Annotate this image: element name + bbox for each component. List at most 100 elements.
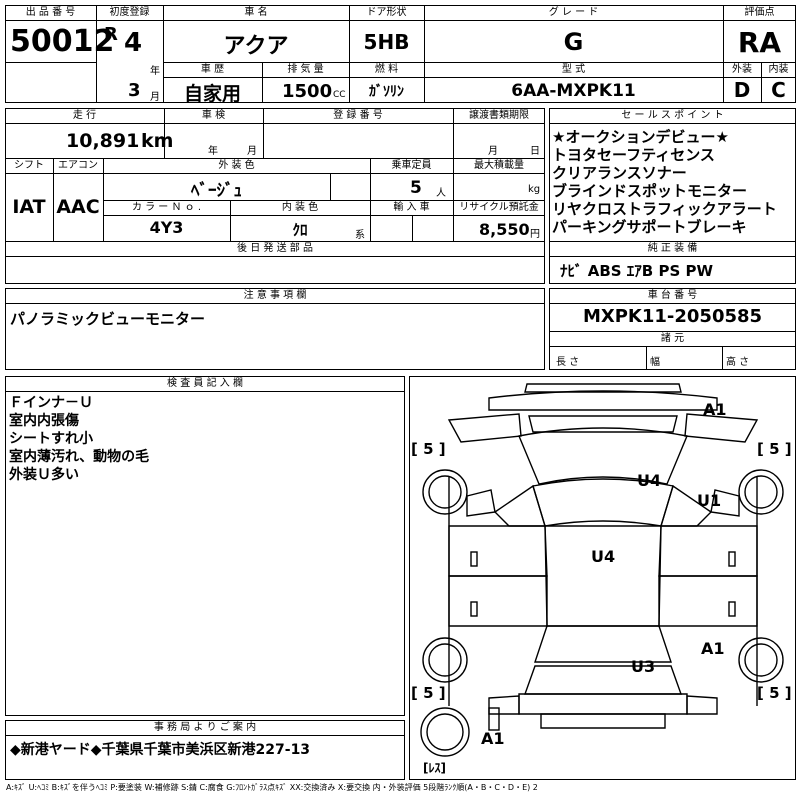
color-no-label: カ ラ ー Ｎ ｏ . bbox=[131, 202, 202, 213]
int-score: C bbox=[771, 78, 786, 102]
transfer-day-unit: 日 bbox=[530, 146, 540, 157]
first-reg-label: 初度登録 bbox=[109, 7, 150, 18]
transfer-month-unit: 月 bbox=[488, 146, 498, 157]
sales-points-list: ★オークションデビュー★ トヨタセーフティセンス クリアランスソナー ブラインド… bbox=[552, 128, 794, 236]
inspector-block bbox=[5, 376, 405, 716]
door-label: ドア形状 bbox=[366, 7, 407, 18]
ext-score: D bbox=[733, 78, 751, 102]
grade-value: G bbox=[563, 28, 584, 56]
notes-value: パノラミックビューモニター bbox=[10, 310, 206, 328]
inspection-year-unit: 年 bbox=[208, 146, 218, 157]
car-diagram-frame bbox=[409, 376, 796, 780]
fuel-value: ｶﾞｿﾘﾝ bbox=[369, 84, 404, 100]
office-label: 事 務 局 よ り ご 案 内 bbox=[153, 722, 257, 733]
lot-number: 50012 bbox=[10, 24, 115, 59]
tire-front-right: [ 5 ] bbox=[757, 440, 792, 458]
fuel-label: 燃 料 bbox=[374, 64, 399, 75]
sales-point: トヨタセーフティセンス bbox=[552, 146, 715, 164]
recycle-unit: 円 bbox=[530, 229, 540, 240]
ext-color-value: ﾍﾞｰｼﾞｭ bbox=[191, 181, 242, 201]
notes-label: 注 意 事 項 欄 bbox=[243, 290, 307, 301]
mileage-label: 走 行 bbox=[72, 110, 97, 121]
displacement-label: 排 気 量 bbox=[287, 64, 324, 75]
inspector-note: シートすれ小 bbox=[9, 431, 93, 447]
sales-point: クリアランスソナー bbox=[552, 164, 687, 182]
inspector-note: 室内薄汚れ、動物の毛 bbox=[9, 449, 150, 465]
equipment-label: 純 正 装 備 bbox=[647, 243, 698, 254]
chassis-label: 車 台 番 号 bbox=[647, 290, 698, 301]
capacity-value: 5 bbox=[410, 178, 422, 198]
shift-label: シフト bbox=[14, 160, 44, 171]
mark-a1-right: A1 bbox=[701, 639, 725, 658]
inspection-label: 車 検 bbox=[201, 110, 226, 121]
mark-a1-top: A1 bbox=[703, 400, 727, 419]
recycle-value: 8,550 bbox=[479, 220, 530, 239]
notes-block bbox=[5, 288, 545, 370]
office-value: ◆新港ヤード◆千葉県千葉市美浜区新港227-13 bbox=[10, 742, 311, 758]
grade-label: グ レ ー ド bbox=[548, 7, 599, 18]
mileage-value: 10,891 bbox=[66, 130, 140, 152]
sales-point: ★オークションデビュー★ bbox=[552, 128, 729, 146]
mark-u4-hood: U4 bbox=[637, 471, 661, 490]
vehicle-detail-block bbox=[5, 108, 545, 284]
later-parts-label: 後 日 発 送 部 品 bbox=[237, 243, 313, 254]
spare-tire-mark: [ﾚｽ] bbox=[423, 761, 446, 775]
transfer-label: 譲渡書類期限 bbox=[469, 110, 529, 121]
rating-label: 評価点 bbox=[744, 7, 775, 18]
sales-points-label: セ ー ル ス ポ イ ン ト bbox=[621, 110, 724, 121]
color-no-value: 4Y3 bbox=[149, 218, 184, 237]
office-block bbox=[5, 720, 405, 780]
history-value: 自家用 bbox=[183, 83, 241, 105]
int-color-value: ｸﾛ bbox=[292, 221, 308, 239]
mark-u3: U3 bbox=[631, 657, 655, 676]
tire-front-left: [ 5 ] bbox=[411, 440, 446, 458]
mark-a1-bottom: A1 bbox=[481, 729, 505, 748]
ac-value: AAC bbox=[56, 196, 100, 218]
max-load-unit: kg bbox=[528, 184, 541, 195]
mark-u4-roof: U4 bbox=[591, 547, 615, 566]
ext-color-label: 外 装 色 bbox=[218, 160, 255, 171]
import-label: 輸 入 車 bbox=[393, 202, 430, 213]
chassis-block bbox=[549, 288, 796, 370]
reg-no-label: 登 録 番 号 bbox=[333, 110, 383, 121]
max-load-label: 最大積載量 bbox=[474, 160, 524, 171]
mark-u1: U1 bbox=[697, 491, 721, 510]
first-reg-month-unit: 月 bbox=[150, 92, 160, 103]
inspector-note: 外装Ｕ多い bbox=[9, 467, 79, 483]
inspector-label: 検 査 員 記 入 欄 bbox=[167, 378, 243, 389]
sales-points-block bbox=[549, 108, 796, 284]
displacement-value: 1500 bbox=[282, 81, 333, 102]
car-diagram: A1 U4 U1 U4 A1 U3 A1 [ 5 ] [ 5 ] [ 5 ] [… bbox=[411, 383, 792, 775]
model-value: 6AA-MXPK11 bbox=[511, 81, 636, 101]
legend: A:ｷｽﾞ U:ﾍｺﾐ B:ｷｽﾞを伴うﾍｺﾐ P:要塗装 W:補修跡 S:錆 … bbox=[6, 783, 538, 792]
specs-height: 高 さ bbox=[726, 357, 750, 368]
specs-length: 長 さ bbox=[556, 357, 580, 368]
recycle-label: リサイクル預託金 bbox=[459, 202, 539, 213]
tire-rear-left: [ 5 ] bbox=[411, 684, 446, 702]
int-color-label: 内 装 色 bbox=[281, 202, 319, 213]
capacity-unit: 人 bbox=[436, 188, 446, 199]
sales-point: パーキングサポートブレーキ bbox=[552, 218, 747, 236]
inspector-note: 室内内張傷 bbox=[9, 413, 79, 429]
specs-label: 諸 元 bbox=[660, 333, 685, 344]
displacement-unit: CC bbox=[333, 90, 346, 100]
ac-label: エアコン bbox=[58, 160, 98, 171]
sales-point: ブラインドスポットモニター bbox=[552, 182, 748, 200]
first-reg-era: R bbox=[104, 24, 118, 45]
chassis-value: MXPK11-2050585 bbox=[582, 306, 763, 327]
first-reg-year-unit: 年 bbox=[150, 66, 160, 77]
equipment-value: ﾅﾋﾞ ABS ｴｱB PS PW bbox=[560, 262, 714, 280]
inspector-notes: Ｆインナ－Ｕ 室内内張傷 シートすれ小 室内薄汚れ、動物の毛 外装Ｕ多い bbox=[9, 394, 399, 484]
history-label: 車 歴 bbox=[200, 64, 225, 75]
first-reg-year: 4 bbox=[124, 28, 143, 58]
inspection-month-unit: 月 bbox=[247, 146, 257, 157]
top-info-block bbox=[5, 5, 796, 103]
door-value: 5HB bbox=[363, 30, 410, 54]
inspector-note: Ｆインナ－Ｕ bbox=[9, 395, 93, 411]
shift-value: IAT bbox=[12, 196, 46, 218]
mileage-unit: km bbox=[141, 130, 174, 152]
car-name: アクア bbox=[223, 34, 289, 59]
first-reg-month: 3 bbox=[128, 80, 141, 101]
capacity-label: 乗車定員 bbox=[391, 160, 432, 171]
tire-rear-right: [ 5 ] bbox=[757, 684, 792, 702]
